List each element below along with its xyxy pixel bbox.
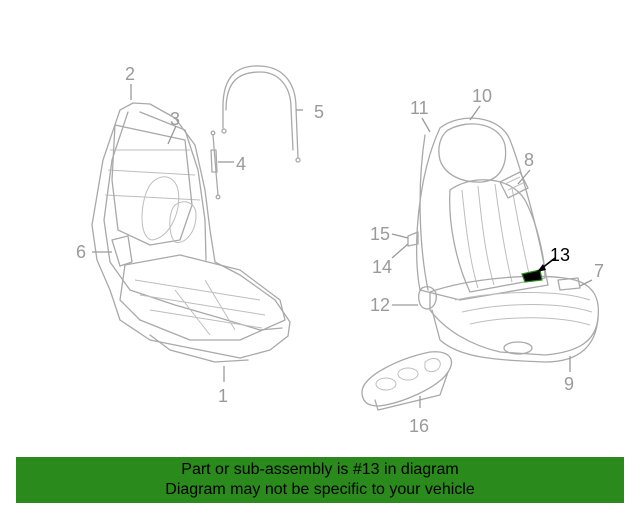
callout-8: 8 bbox=[524, 150, 534, 170]
callout-6: 6 bbox=[76, 242, 86, 262]
callout-4: 4 bbox=[236, 154, 246, 174]
callout-3: 3 bbox=[170, 109, 180, 129]
callout-2: 2 bbox=[125, 64, 135, 84]
part-13-arrowhead bbox=[537, 264, 546, 272]
callout-13: 13 bbox=[550, 245, 570, 265]
callout-11: 11 bbox=[410, 98, 429, 118]
part-13-highlight bbox=[521, 269, 543, 283]
part-info-banner: Part or sub-assembly is #13 in diagram D… bbox=[16, 457, 624, 503]
latch-rod bbox=[210, 130, 221, 200]
seat-assembly bbox=[407, 117, 600, 363]
banner-line-1: Part or sub-assembly is #13 in diagram bbox=[181, 461, 459, 478]
seat-switch bbox=[361, 351, 453, 411]
seat-frame bbox=[91, 102, 291, 363]
callout-labels: 1 2 3 4 5 6 7 8 9 10 11 12 13 14 15 16 bbox=[76, 64, 604, 436]
callout-15: 15 bbox=[370, 224, 390, 244]
leader-lines bbox=[92, 84, 593, 408]
callout-7: 7 bbox=[594, 261, 604, 281]
callout-9: 9 bbox=[564, 374, 574, 394]
callout-5: 5 bbox=[314, 102, 324, 122]
callout-12: 12 bbox=[370, 295, 390, 315]
callout-1: 1 bbox=[218, 386, 228, 406]
recliner-cable bbox=[221, 65, 301, 163]
banner-line-2: Diagram may not be specific to your vehi… bbox=[165, 481, 475, 498]
callout-10: 10 bbox=[472, 86, 492, 106]
callout-16: 16 bbox=[409, 416, 429, 436]
callout-14: 14 bbox=[372, 257, 392, 277]
